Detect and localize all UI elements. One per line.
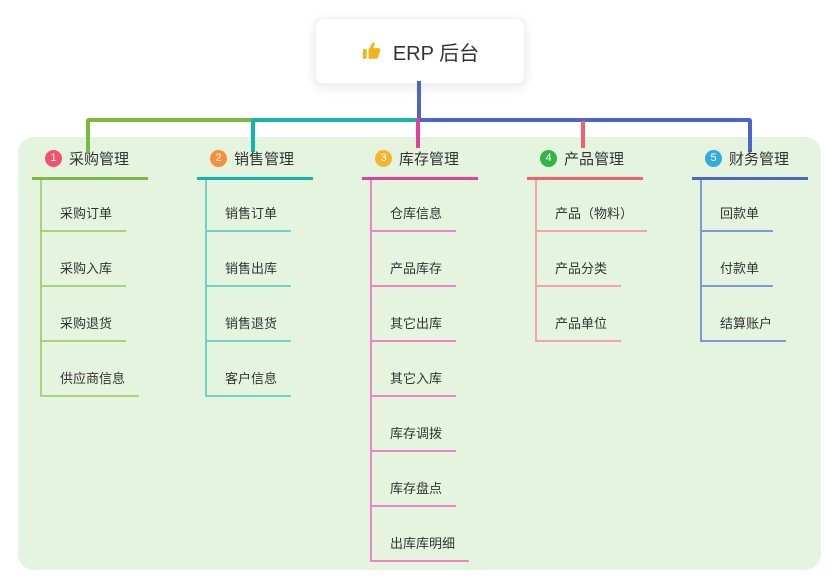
child-node[interactable]: 供应商信息 xyxy=(42,342,148,397)
branch-purchase-management: 1 采购管理 采购订单 采购入库 采购退货 供应商信息 xyxy=(32,148,148,397)
child-node[interactable]: 库存盘点 xyxy=(372,452,478,507)
connector-branch3-drop xyxy=(416,118,420,148)
branch-title[interactable]: 5 财务管理 xyxy=(692,148,808,180)
branch-children: 销售订单 销售出库 销售退货 客户信息 xyxy=(205,180,313,397)
child-node[interactable]: 其它出库 xyxy=(372,287,478,342)
connector-root-vertical xyxy=(417,81,421,119)
connector-branch1-elbow xyxy=(86,118,255,152)
branch-title-text: 采购管理 xyxy=(69,151,130,168)
branch-finance-management: 5 财务管理 回款单 付款单 结算账户 xyxy=(692,148,808,342)
branch-title[interactable]: 3 库存管理 xyxy=(362,148,478,180)
child-node[interactable]: 销售出库 xyxy=(207,232,313,287)
branch-product-management: 4 产品管理 产品（物料） 产品分类 产品单位 xyxy=(527,148,648,342)
child-node[interactable]: 销售订单 xyxy=(207,180,313,232)
branch-children: 产品（物料） 产品分类 产品单位 xyxy=(535,180,648,342)
root-title: ERP 后台 xyxy=(392,42,480,65)
child-node[interactable]: 产品分类 xyxy=(537,232,643,287)
child-node[interactable]: 产品（物料） xyxy=(537,180,648,232)
thumbs-up-icon xyxy=(361,40,383,62)
child-node[interactable]: 结算账户 xyxy=(702,287,808,342)
child-node[interactable]: 出库库明细 xyxy=(372,507,478,562)
child-node[interactable]: 产品库存 xyxy=(372,232,478,287)
branches-background-panel xyxy=(18,137,821,570)
branch-number-badge: 2 xyxy=(210,150,227,167)
branch-sales-management: 2 销售管理 销售订单 销售出库 销售退货 客户信息 xyxy=(197,148,313,397)
branch-title-text: 销售管理 xyxy=(234,151,295,168)
branch-number-badge: 5 xyxy=(705,150,722,167)
branch-children: 仓库信息 产品库存 其它出库 其它入库 库存调拨 库存盘点 出库库明细 xyxy=(370,180,478,562)
branch-children: 回款单 付款单 结算账户 xyxy=(700,180,808,342)
branch-inventory-management: 3 库存管理 仓库信息 产品库存 其它出库 其它入库 库存调拨 库存盘点 出库库… xyxy=(362,148,478,562)
child-node[interactable]: 采购入库 xyxy=(42,232,148,287)
child-node[interactable]: 采购订单 xyxy=(42,180,148,232)
branch-title-text: 产品管理 xyxy=(564,151,625,168)
child-node[interactable]: 客户信息 xyxy=(207,342,313,397)
child-node[interactable]: 回款单 xyxy=(702,180,808,232)
child-node[interactable]: 销售退货 xyxy=(207,287,313,342)
branch-title-text: 财务管理 xyxy=(729,151,790,168)
branch-title[interactable]: 1 采购管理 xyxy=(32,148,148,180)
root-node[interactable]: ERP 后台 xyxy=(315,18,525,84)
child-node[interactable]: 采购退货 xyxy=(42,287,148,342)
branch-number-badge: 3 xyxy=(375,150,392,167)
connector-branch5-elbow xyxy=(418,118,752,152)
connector-branch2-elbow xyxy=(251,118,422,152)
child-node[interactable]: 付款单 xyxy=(702,232,808,287)
connector-branch4-drop xyxy=(581,121,585,148)
child-node[interactable]: 其它入库 xyxy=(372,342,478,397)
child-node[interactable]: 仓库信息 xyxy=(372,180,478,232)
branch-number-badge: 1 xyxy=(45,150,62,167)
branch-title[interactable]: 2 销售管理 xyxy=(197,148,313,180)
branch-title-text: 库存管理 xyxy=(399,151,460,168)
child-node[interactable]: 库存调拨 xyxy=(372,397,478,452)
child-node[interactable]: 产品单位 xyxy=(537,287,643,342)
branch-number-badge: 4 xyxy=(540,150,557,167)
branch-title[interactable]: 4 产品管理 xyxy=(527,148,643,180)
branch-children: 采购订单 采购入库 采购退货 供应商信息 xyxy=(40,180,148,397)
